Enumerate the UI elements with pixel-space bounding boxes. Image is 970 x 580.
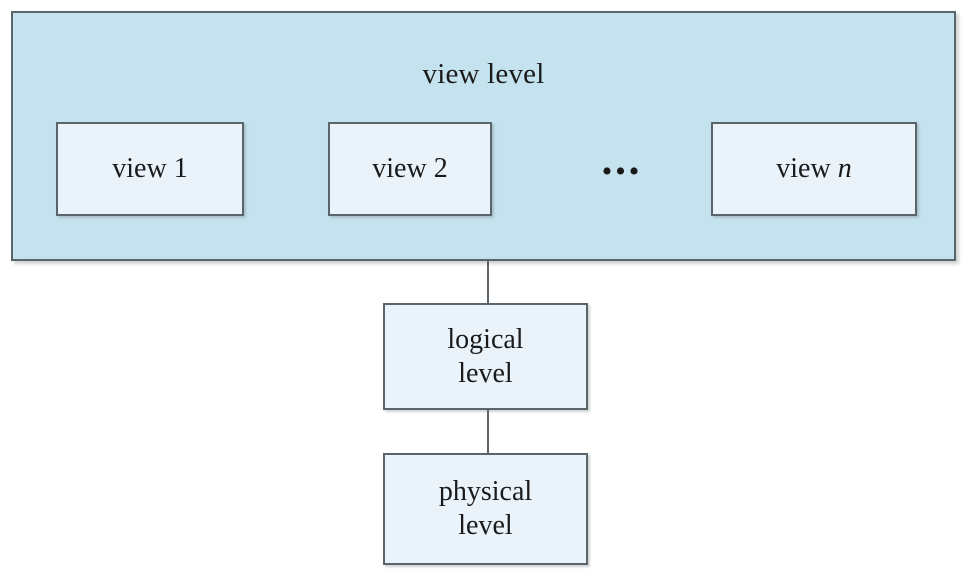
logical-level-box: logical level bbox=[383, 303, 588, 410]
view-n-index: n bbox=[837, 153, 852, 184]
view-n-label: view n bbox=[776, 152, 851, 186]
physical-level-line-1: physical bbox=[438, 476, 533, 507]
connector-view-to-logical bbox=[487, 259, 489, 305]
physical-level-label: physical level bbox=[439, 475, 532, 543]
logical-level-line-2: level bbox=[458, 357, 513, 389]
view-1-label: view 1 bbox=[112, 152, 187, 186]
logical-level-label: logical level bbox=[447, 323, 523, 391]
physical-level-box: physical level bbox=[383, 453, 588, 565]
view-2-box: view 2 bbox=[328, 122, 492, 216]
view-1-index: 1 bbox=[173, 153, 188, 184]
logical-level-line-1: logical bbox=[447, 323, 524, 355]
view-1-box: view 1 bbox=[56, 122, 244, 216]
physical-level-line-2: level bbox=[458, 510, 513, 541]
view-level-title: view level bbox=[422, 58, 545, 90]
view-2-index: 2 bbox=[433, 153, 448, 184]
view-n-prefix: view bbox=[776, 153, 838, 184]
view-2-label: view 2 bbox=[372, 152, 447, 186]
view-2-prefix: view bbox=[372, 153, 434, 184]
ellipsis-icon: ••• bbox=[601, 155, 643, 188]
view-n-box: view n bbox=[711, 122, 917, 216]
connector-logical-to-physical bbox=[487, 408, 489, 455]
view-1-prefix: view bbox=[112, 153, 174, 184]
